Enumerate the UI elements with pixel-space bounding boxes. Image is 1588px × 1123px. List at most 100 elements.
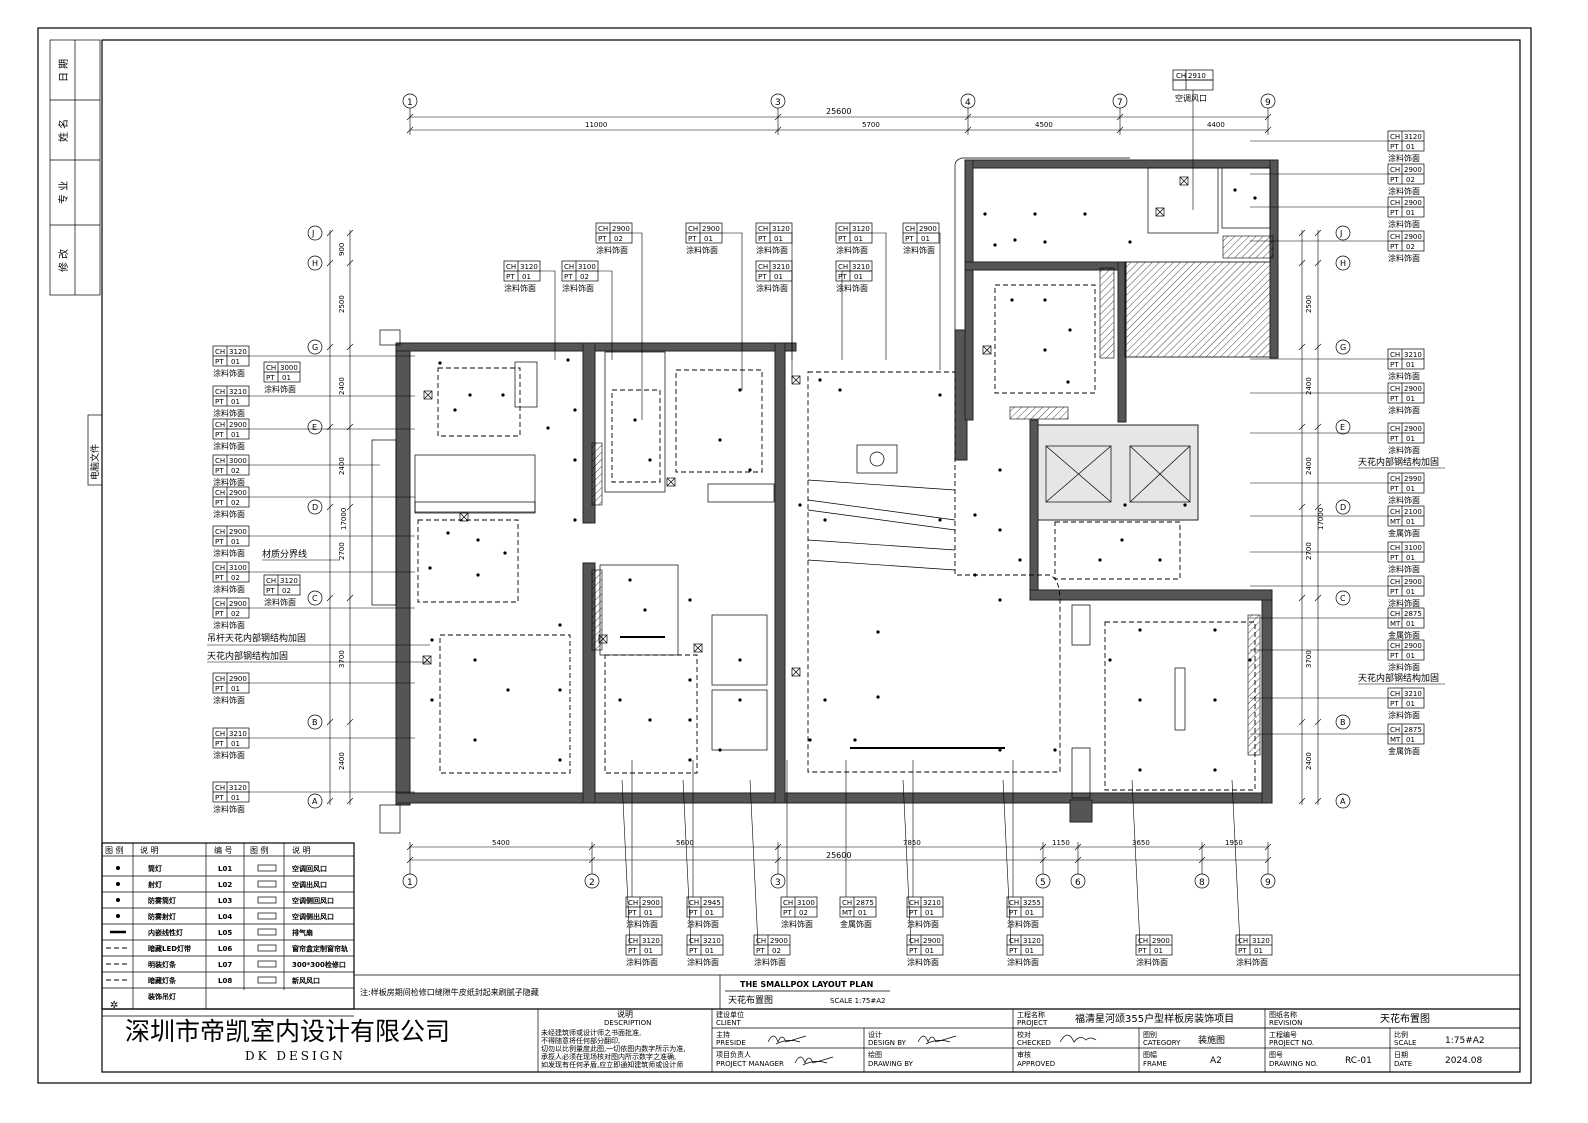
design-label-en: DESIGN BY <box>868 1039 907 1047</box>
ceiling-light <box>1233 188 1237 192</box>
dim-bottom-segment: 3650 <box>1132 839 1150 847</box>
ceiling-light <box>503 551 507 555</box>
access-panel-icon <box>1179 176 1189 186</box>
tag-material: PT <box>1009 909 1018 917</box>
projno-label-en: PROJECT NO. <box>1269 1039 1314 1047</box>
legend-desc2: 排气扇 <box>292 928 313 937</box>
tag-height: 3100 <box>578 263 596 271</box>
date-label-en: DATE <box>1394 1060 1412 1068</box>
tag-material: PT <box>758 273 767 281</box>
tag-material: PT <box>689 909 698 917</box>
tag-finish-no: 01 <box>1406 554 1415 562</box>
ceiling-light <box>1158 558 1162 562</box>
tag-height: 3210 <box>1404 690 1422 698</box>
revision-header-cell: 修 改 <box>57 249 70 272</box>
tag-label: 涂料饰面 <box>213 695 245 705</box>
legend-code: L02 <box>218 881 232 889</box>
tag-code: CH <box>215 730 225 738</box>
access-panel-icon <box>666 477 676 487</box>
tag-height: 3210 <box>229 388 247 396</box>
axis-label-right: D <box>1340 503 1346 512</box>
ceiling-light <box>428 566 432 570</box>
inner-frame <box>101 39 1521 1073</box>
legend-header: 图 例 <box>250 845 269 855</box>
date-label: 日期 <box>1394 1051 1408 1059</box>
tag-label: 涂料饰面 <box>907 919 939 929</box>
tag-height: 2900 <box>1404 385 1422 393</box>
dim-bottom-segment: 7850 <box>903 839 921 847</box>
legend-desc: 内嵌线性灯 <box>148 928 183 937</box>
tag-label: 涂料饰面 <box>264 384 296 394</box>
ceiling-light <box>558 758 562 762</box>
tag-finish-no: 01 <box>1254 947 1263 955</box>
tag-material: PT <box>215 467 224 475</box>
axis-label-top: 1 <box>407 98 413 108</box>
tag-label: 涂料饰面 <box>213 408 245 418</box>
desc-line: 如发现有任何矛盾,应立即通知建筑师或设计师 <box>541 1060 683 1069</box>
tag-code: CH <box>1390 690 1400 698</box>
tag-finish-no: 01 <box>854 273 863 281</box>
tag-height: 2875 <box>1404 726 1422 734</box>
scale-label-en: SCALE <box>1394 1039 1416 1047</box>
tag-height: 2875 <box>1404 610 1422 618</box>
ceiling-light <box>1213 698 1217 702</box>
ceiling-light <box>501 393 505 397</box>
drawing-label-en: DRAWING BY <box>868 1060 914 1068</box>
tag-label: 涂料饰面 <box>754 957 786 967</box>
axis-label-top: 3 <box>775 98 781 108</box>
ceiling-light <box>473 738 477 742</box>
tag-height: 2900 <box>1404 425 1422 433</box>
tag-finish-no: 01 <box>774 235 783 243</box>
dim-right-segment: 2400 <box>1305 377 1313 395</box>
axis-label-right: J <box>1339 229 1342 238</box>
tag-material: PT <box>1390 700 1399 708</box>
tag-label: 涂料饰面 <box>213 509 245 519</box>
axis-label-top: 9 <box>1265 98 1271 108</box>
ceiling-light <box>838 388 842 392</box>
tag-label: 涂料饰面 <box>1388 186 1420 196</box>
revision-strip: 日 期姓 名专 业修 改 电脑文件 <box>49 39 103 486</box>
tag-code: CH <box>215 388 225 396</box>
right-note: 天花内部钢结构加固 <box>1358 456 1439 468</box>
dim-right-segment: 2700 <box>1305 542 1313 560</box>
axis-label-top: 4 <box>965 98 971 108</box>
tag-material: PT <box>1390 361 1399 369</box>
tag-label: 涂料饰面 <box>504 283 536 293</box>
tag-code: CH <box>1390 578 1400 586</box>
axis-label-bottom: 1 <box>407 878 413 888</box>
tag-code: CH <box>1390 425 1400 433</box>
tag-finish-no: 01 <box>1406 736 1415 744</box>
tag-code: CH <box>758 225 768 233</box>
drawno-label: 图号 <box>1269 1051 1283 1059</box>
tag-code: CH <box>1390 610 1400 618</box>
ceiling-light <box>718 748 722 752</box>
desc-line: 不得随意将任何部分翻印, <box>541 1036 620 1045</box>
tag-height: 3120 <box>852 225 870 233</box>
tag-height: 3120 <box>229 784 247 792</box>
axis-label-top: 7 <box>1117 98 1123 108</box>
axis-bubble-right <box>1335 255 1351 271</box>
ceiling-light <box>1248 658 1252 662</box>
tag-height: 2900 <box>1404 642 1422 650</box>
ceiling-light <box>1053 748 1057 752</box>
ceiling-light <box>546 426 550 430</box>
tag-code: CH <box>842 899 852 907</box>
legend-code: L08 <box>218 977 232 985</box>
legend-desc: 防雾射灯 <box>148 912 176 921</box>
plan-scale: SCALE 1:75#A2 <box>830 997 886 1005</box>
tag-material: MT <box>842 909 853 917</box>
legend-desc2: 空调出风口 <box>292 880 327 889</box>
ceiling-light <box>998 598 1002 602</box>
ceiling-light <box>1043 298 1047 302</box>
tag-finish-no: 01 <box>704 235 713 243</box>
tag-material: PT <box>1390 243 1399 251</box>
